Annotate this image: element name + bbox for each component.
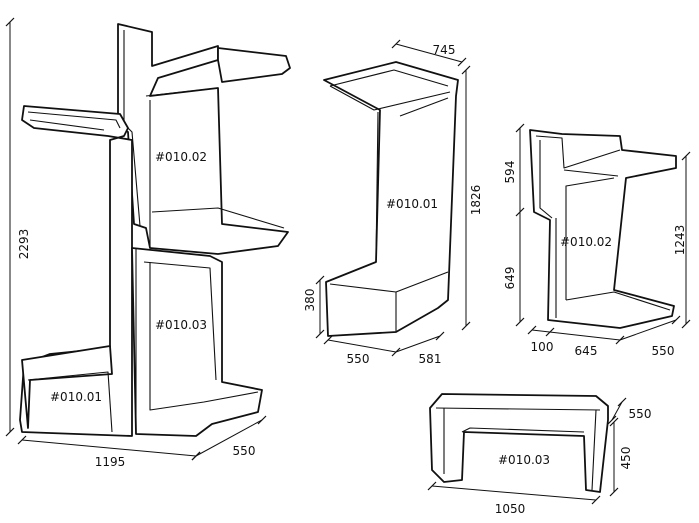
assembly-depth-dimension: 550 xyxy=(191,415,267,461)
bench-width-dimension: 1050 xyxy=(427,481,601,516)
label-assembly-010-01: #010.01 xyxy=(50,390,102,404)
assembly-height-dimension: 2293 xyxy=(5,17,31,437)
bench-module xyxy=(429,393,609,493)
dim-bench-depth: 550 xyxy=(629,407,652,421)
dim-right-upper: 594 xyxy=(503,161,517,184)
label-assembly-010-03: #010.03 xyxy=(155,318,207,332)
label-right-010-02: #010.02 xyxy=(560,235,612,249)
dim-right-lower: 649 xyxy=(503,267,517,290)
dim-assembly-height: 2293 xyxy=(17,229,31,260)
dim-assembly-width: 1195 xyxy=(95,455,126,469)
dim-assembly-depth: 550 xyxy=(233,444,256,458)
dim-tall-base-depth: 581 xyxy=(419,352,442,366)
tall-module xyxy=(323,61,459,337)
dim-right-total: 1243 xyxy=(673,225,687,256)
tall-height-dimension: 1826 xyxy=(461,65,483,331)
assembly-width-dimension: 1195 xyxy=(17,435,201,469)
bench-height-dimension: 450 xyxy=(609,417,633,497)
module-010-02-shelf xyxy=(217,47,291,83)
right-module xyxy=(529,129,677,329)
dim-right-base-a: 100 xyxy=(531,340,554,354)
tall-top-dimension: 745 xyxy=(391,39,467,67)
bench-depth-dimension: 550 xyxy=(607,397,652,425)
right-base-dimensions: 100 645 550 xyxy=(527,315,681,358)
right-left-dimensions: 594 649 xyxy=(503,123,525,327)
dim-bench-height: 450 xyxy=(619,447,633,470)
dim-tall-top: 745 xyxy=(433,43,456,57)
label-bench-010-03: #010.03 xyxy=(498,453,550,467)
module-010-01-arm xyxy=(19,105,133,437)
tall-seat-dimension: 380 xyxy=(303,275,325,339)
dim-bench-width: 1050 xyxy=(495,502,526,516)
module-010-01-base xyxy=(21,345,113,429)
dim-tall-height: 1826 xyxy=(469,185,483,216)
dim-tall-base-width: 550 xyxy=(347,352,370,366)
dim-tall-seat: 380 xyxy=(303,289,317,312)
stacked-assembly xyxy=(19,23,291,437)
dim-right-base-b: 645 xyxy=(575,344,598,358)
tall-base-dimension: 550 581 xyxy=(323,331,445,366)
right-total-dimension: 1243 xyxy=(673,151,691,329)
module-010-03 xyxy=(131,247,263,437)
right-module-body xyxy=(529,129,677,329)
bench-body xyxy=(429,393,609,493)
label-tall-010-01: #010.01 xyxy=(386,197,438,211)
label-assembly-010-02: #010.02 xyxy=(155,150,207,164)
dim-right-base-c: 550 xyxy=(652,344,675,358)
module-010-02-upper xyxy=(117,23,289,255)
